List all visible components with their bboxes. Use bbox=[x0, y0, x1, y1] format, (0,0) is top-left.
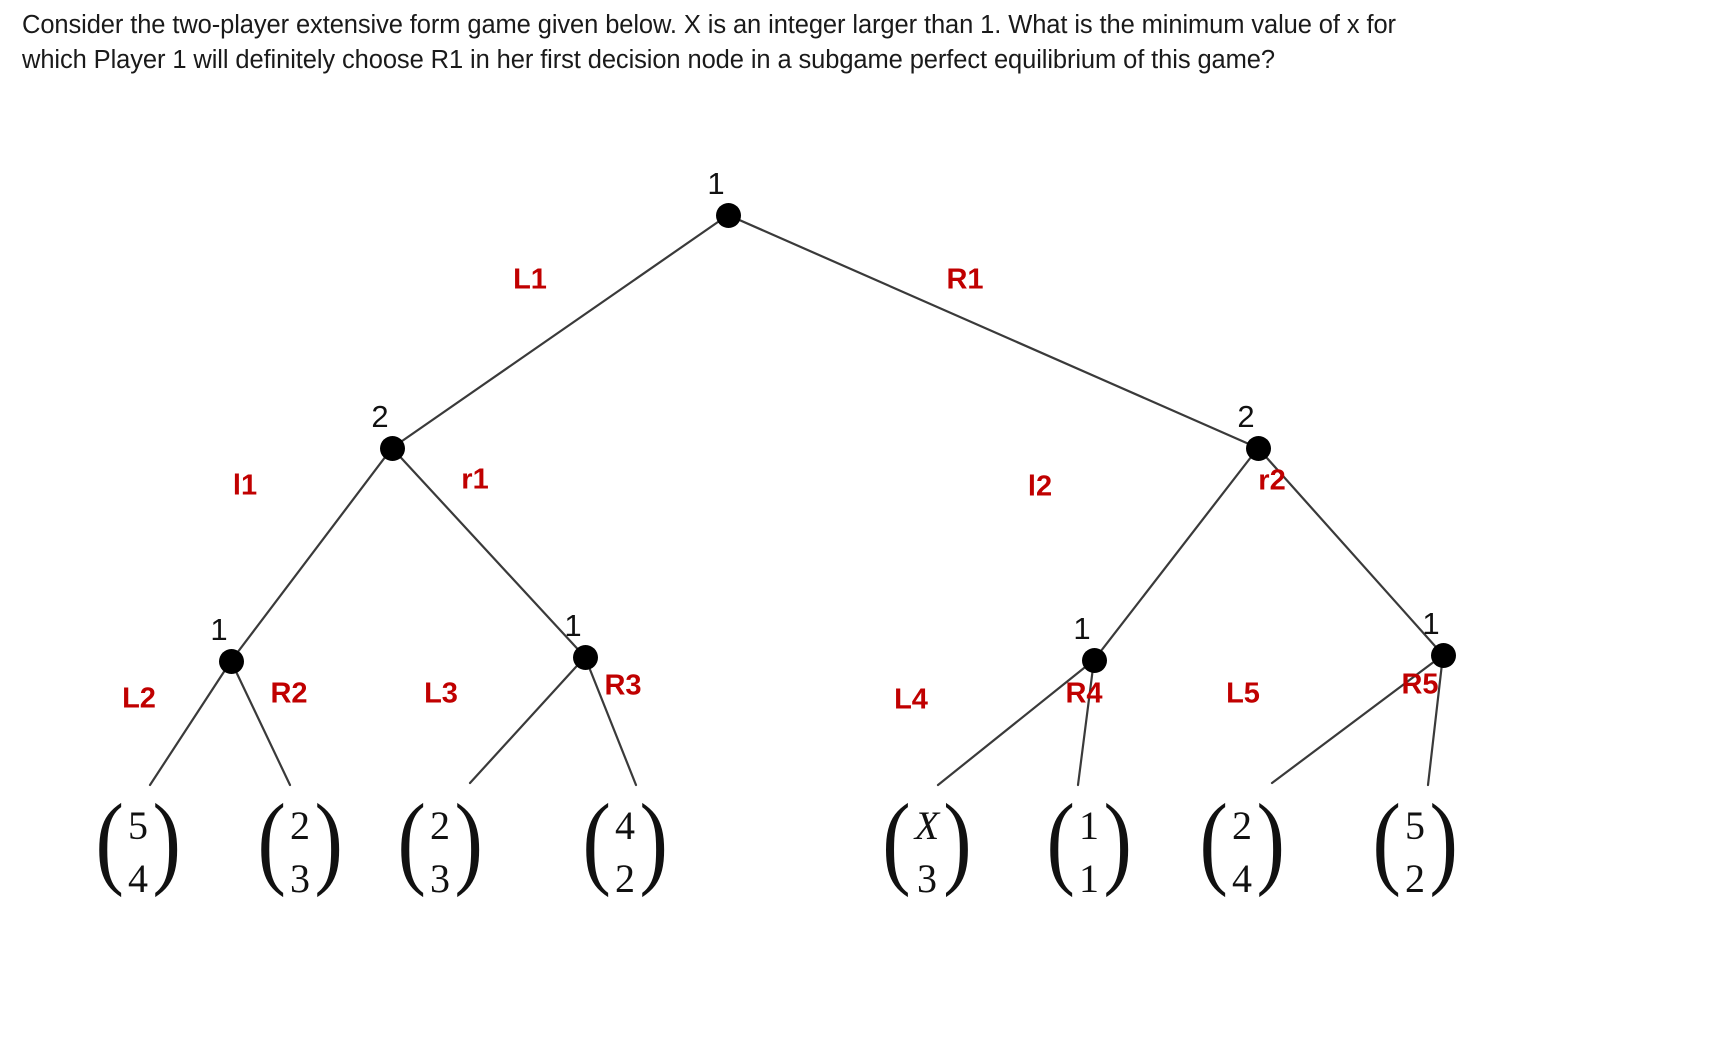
action-label-L1[interactable]: L1 bbox=[513, 263, 547, 296]
tree-edge-R5 bbox=[1426, 653, 1445, 787]
action-label-r1[interactable]: r1 bbox=[461, 463, 489, 496]
node-player-label-n3: 1 bbox=[210, 612, 228, 647]
payoff-left-paren: ( bbox=[257, 783, 286, 898]
payoff-left-paren: ( bbox=[1046, 783, 1075, 898]
payoff-left-paren: ( bbox=[1199, 783, 1228, 898]
action-label-R4[interactable]: R4 bbox=[1065, 677, 1103, 710]
payoff-left-paren: ( bbox=[95, 783, 124, 898]
payoff-player2-value: 2 bbox=[615, 855, 635, 901]
node-player-label-n6: 1 bbox=[1422, 606, 1440, 641]
tree-edge-l1 bbox=[229, 446, 394, 663]
decision-node-n2[interactable] bbox=[1245, 435, 1271, 461]
payoff-player2-value: 2 bbox=[1405, 855, 1425, 901]
payoff-right-paren: ) bbox=[1103, 783, 1132, 898]
payoff-left-paren: ( bbox=[1372, 783, 1401, 898]
payoff-player1-value: 5 bbox=[128, 803, 148, 848]
tree-edge-L4 bbox=[936, 658, 1096, 787]
payoff-left-paren: ( bbox=[882, 783, 911, 898]
node-player-label-n4: 1 bbox=[564, 608, 582, 643]
payoff-player2-value: 1 bbox=[1079, 855, 1099, 901]
payoff-player1-value: 4 bbox=[615, 803, 635, 848]
payoff-player2-value: 4 bbox=[1232, 855, 1252, 901]
tree-edge-L1 bbox=[390, 213, 730, 450]
tree-edge-L5 bbox=[1270, 653, 1445, 785]
tree-edge-r2 bbox=[1256, 446, 1445, 657]
action-label-L2[interactable]: L2 bbox=[122, 682, 156, 715]
payoff-player1-value: 2 bbox=[430, 803, 450, 848]
tree-edge-R1 bbox=[726, 213, 1260, 450]
decision-node-n1[interactable] bbox=[379, 435, 405, 461]
tree-edge-l2 bbox=[1092, 446, 1260, 662]
action-label-R5[interactable]: R5 bbox=[1401, 668, 1439, 701]
question-prompt: Consider the two-player extensive form g… bbox=[22, 8, 1642, 78]
decision-node-n3[interactable] bbox=[218, 648, 244, 674]
payoff-player1-value: X bbox=[914, 803, 940, 848]
payoff-right-paren: ) bbox=[314, 783, 343, 898]
decision-node-n6[interactable] bbox=[1430, 642, 1456, 668]
action-label-L3[interactable]: L3 bbox=[424, 677, 458, 710]
payoff-player2-value: 3 bbox=[430, 855, 450, 901]
action-label-l2[interactable]: l2 bbox=[1027, 470, 1053, 503]
tree-edge-R2 bbox=[229, 659, 292, 787]
question-line-1: Consider the two-player extensive form g… bbox=[22, 11, 1396, 39]
payoff-right-paren: ) bbox=[454, 783, 483, 898]
payoff-left-paren: ( bbox=[397, 783, 426, 898]
payoff-right-paren: ) bbox=[943, 783, 972, 898]
payoff-player1-value: 1 bbox=[1079, 803, 1099, 848]
action-label-L4[interactable]: L4 bbox=[894, 683, 928, 716]
payoff-player1-value: 2 bbox=[290, 803, 310, 848]
payoff-player1-value: 5 bbox=[1405, 803, 1425, 848]
payoff-left-paren: ( bbox=[582, 783, 611, 898]
node-player-label-n1: 2 bbox=[371, 399, 389, 434]
payoff-right-paren: ) bbox=[1429, 783, 1458, 898]
tree-edge-L2 bbox=[148, 659, 233, 787]
payoff-right-paren: ) bbox=[1256, 783, 1285, 898]
tree-edge-L3 bbox=[468, 655, 587, 785]
question-line-2: which Player 1 will definitely choose R1… bbox=[22, 46, 1275, 75]
payoff-player2-value: 3 bbox=[290, 855, 310, 901]
node-player-label-n0: 1 bbox=[707, 166, 725, 201]
node-player-label-n5: 1 bbox=[1073, 611, 1091, 646]
decision-node-n4[interactable] bbox=[572, 644, 598, 670]
action-label-R2[interactable]: R2 bbox=[270, 677, 308, 710]
node-player-label-n2: 2 bbox=[1237, 399, 1255, 434]
tree-edge-R4 bbox=[1076, 658, 1096, 787]
payoff-player2-value: 3 bbox=[917, 855, 937, 901]
action-label-R1[interactable]: R1 bbox=[946, 263, 984, 296]
action-label-R3[interactable]: R3 bbox=[604, 669, 642, 702]
payoff-player2-value: 4 bbox=[128, 855, 148, 901]
decision-node-n0[interactable] bbox=[715, 202, 741, 228]
action-label-r2[interactable]: r2 bbox=[1258, 464, 1286, 497]
payoff-right-paren: ) bbox=[152, 783, 181, 898]
tree-edge-R3 bbox=[583, 655, 638, 787]
action-label-l1[interactable]: l1 bbox=[232, 469, 258, 502]
tree-edge-r1 bbox=[390, 446, 587, 659]
decision-node-n5[interactable] bbox=[1081, 647, 1107, 673]
payoff-player1-value: 2 bbox=[1232, 803, 1252, 848]
payoff-right-paren: ) bbox=[639, 783, 668, 898]
action-label-L5[interactable]: L5 bbox=[1226, 677, 1260, 710]
